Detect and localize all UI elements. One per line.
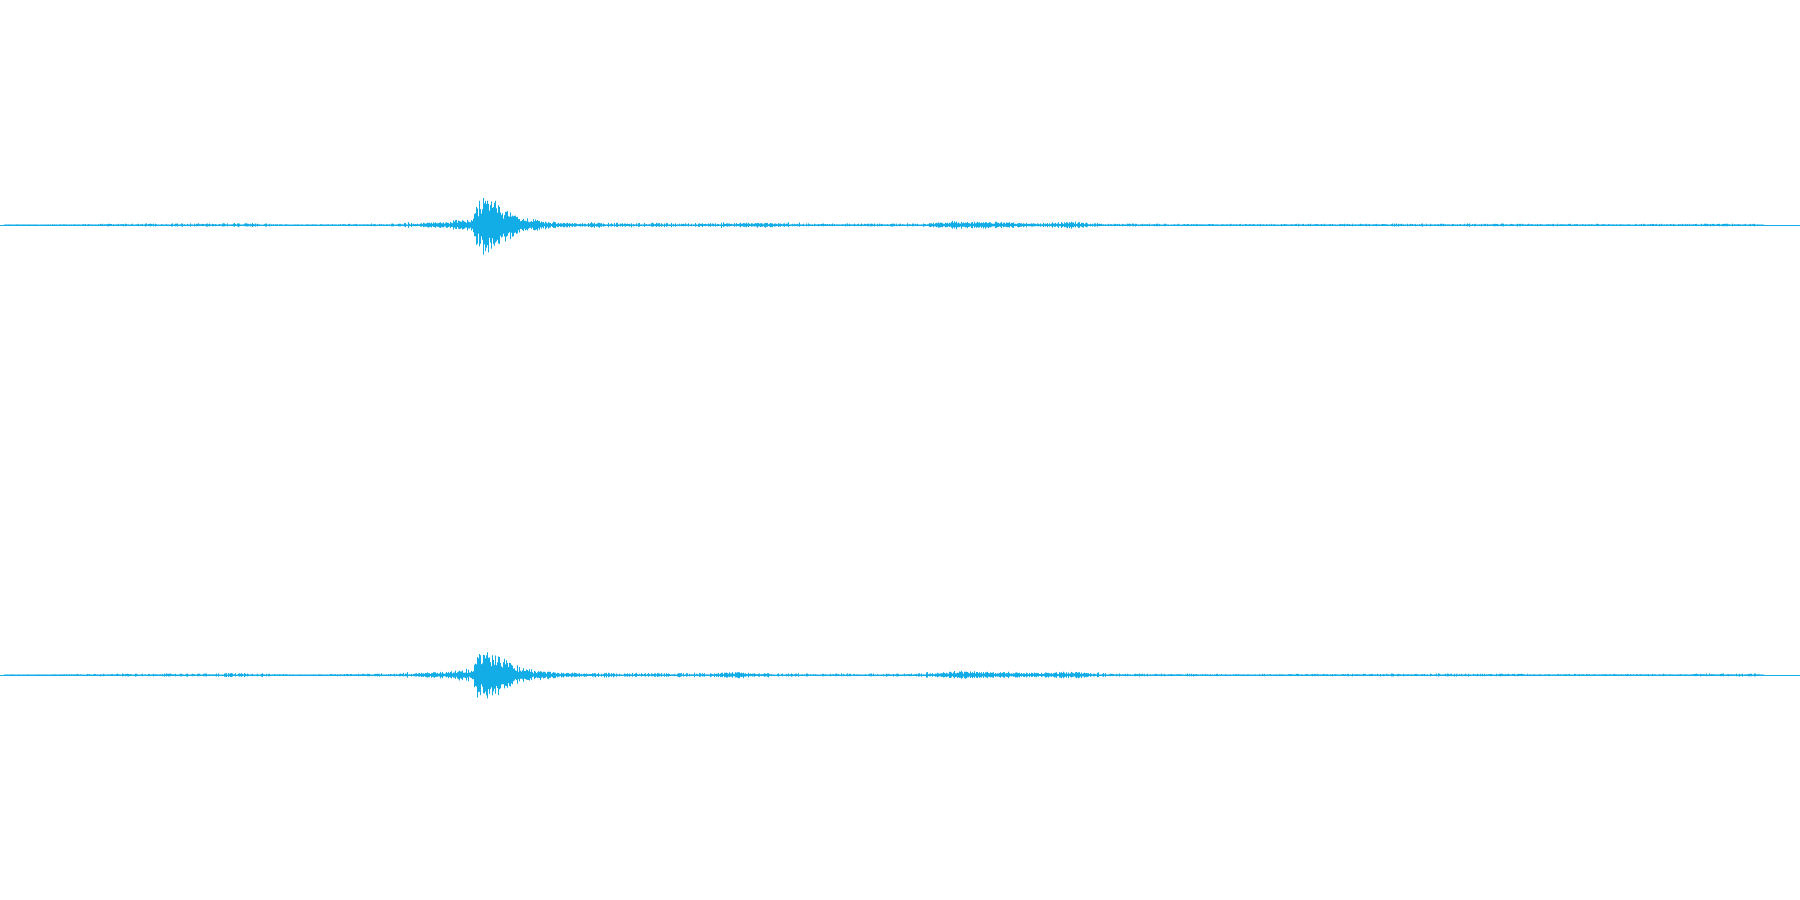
waveform-samples [4, 652, 1764, 699]
channel-1-waveform [0, 198, 1800, 255]
waveform-samples [4, 198, 1764, 255]
channel-1-waveform-svg [0, 198, 1800, 255]
channel-2-waveform [0, 450, 1800, 900]
channel-2-waveform-svg [0, 652, 1800, 699]
